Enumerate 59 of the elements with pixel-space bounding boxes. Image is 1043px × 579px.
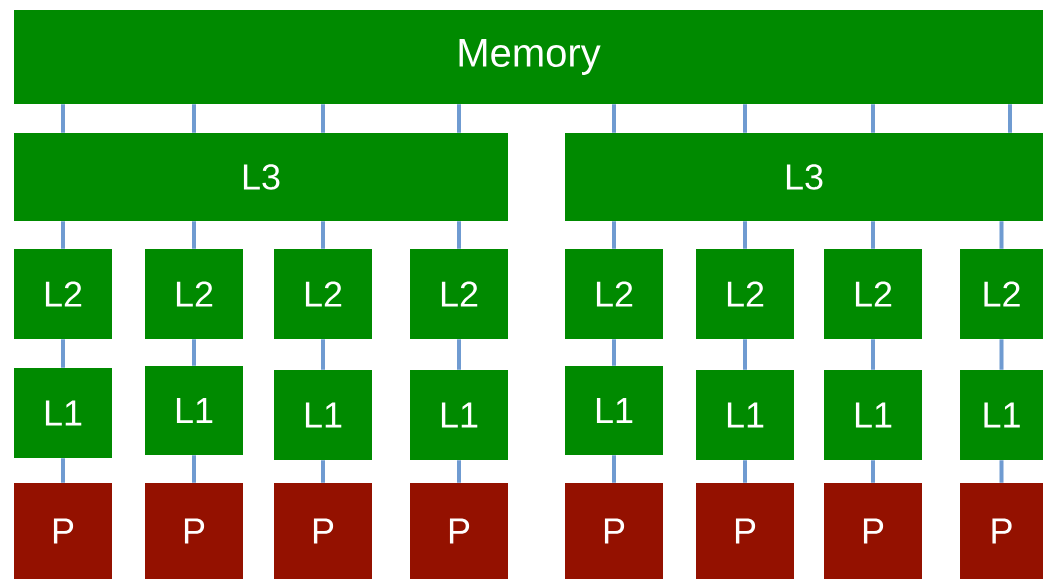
cache-box: L1	[14, 368, 112, 458]
connector-line	[612, 221, 616, 249]
cache-box: L1	[274, 370, 372, 460]
processor-box: P	[824, 483, 922, 579]
connector-line	[192, 339, 196, 366]
connector-line	[321, 460, 325, 483]
connector-line	[1008, 104, 1012, 133]
cache-box: L1	[696, 370, 794, 460]
cache-box: L2	[696, 249, 794, 339]
connector-line	[321, 221, 325, 249]
connector-line	[999, 460, 1004, 483]
cache-box: L3	[565, 133, 1043, 221]
connector-line	[743, 104, 747, 133]
cache-box: L2	[824, 249, 922, 339]
processor-box: P	[960, 483, 1043, 579]
connector-line	[321, 104, 325, 133]
processor-box: P	[145, 483, 243, 579]
connector-line	[612, 455, 616, 483]
connector-line	[457, 104, 461, 133]
connector-line	[61, 221, 65, 249]
connector-line	[612, 339, 616, 366]
connector-line	[999, 339, 1004, 370]
connector-line	[743, 339, 747, 370]
connector-line	[871, 104, 875, 133]
connector-line	[871, 221, 875, 249]
cache-box: L2	[410, 249, 508, 339]
connector-line	[321, 339, 325, 370]
cache-box: L2	[960, 249, 1043, 339]
memory-box: Memory	[14, 10, 1043, 104]
connector-line	[612, 104, 616, 133]
cache-box: L1	[960, 370, 1043, 460]
processor-box: P	[14, 483, 112, 579]
connector-line	[192, 104, 196, 133]
connector-line	[871, 339, 875, 370]
connector-line	[61, 339, 65, 368]
connector-line	[999, 221, 1004, 249]
cache-box: L2	[565, 249, 663, 339]
connector-line	[192, 455, 196, 483]
processor-box: P	[410, 483, 508, 579]
connector-line	[743, 460, 747, 483]
cache-box: L2	[274, 249, 372, 339]
cache-box: L1	[145, 366, 243, 455]
connector-line	[61, 104, 65, 133]
cache-box: L1	[824, 370, 922, 460]
connector-line	[61, 458, 65, 483]
connector-line	[743, 221, 747, 249]
cache-box: L2	[14, 249, 112, 339]
processor-box: P	[274, 483, 372, 579]
connector-line	[457, 221, 461, 249]
connector-line	[457, 460, 461, 483]
processor-box: P	[696, 483, 794, 579]
connector-line	[457, 339, 461, 370]
cache-box: L1	[410, 370, 508, 460]
processor-box: P	[565, 483, 663, 579]
connector-line	[871, 460, 875, 483]
cache-box: L1	[565, 366, 663, 455]
connector-line	[192, 221, 196, 249]
cache-box: L3	[14, 133, 508, 221]
cache-box: L2	[145, 249, 243, 339]
